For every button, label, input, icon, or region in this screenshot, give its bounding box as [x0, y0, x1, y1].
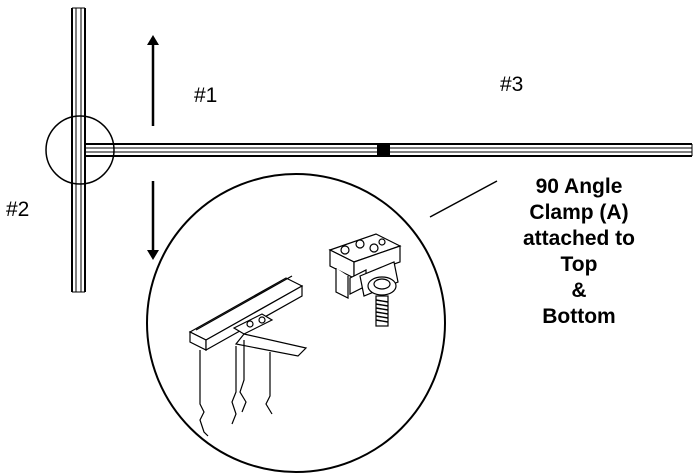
angle-clamp-detail: [328, 233, 402, 327]
label-2: #2: [6, 198, 30, 221]
detail-magnifier-circle: [146, 173, 446, 473]
track-curtain-detail: [188, 275, 308, 437]
angle-clamp-callout: 90 Angle Clamp (A) attached to Top & Bot…: [484, 174, 674, 330]
label-1: #1: [194, 84, 218, 107]
callout-line: 90 Angle: [535, 175, 623, 198]
callout-line: Clamp (A): [529, 201, 629, 224]
junction-highlight-circle: [45, 115, 115, 185]
callout-line: Top: [560, 253, 598, 276]
callout-line: attached to: [522, 227, 635, 250]
callout-leader-line: [429, 180, 498, 218]
callout-line: &: [571, 279, 587, 302]
label-3: #3: [500, 73, 524, 96]
callout-line: Bottom: [542, 305, 616, 328]
vertical-track: [71, 7, 86, 293]
horizontal-track: [86, 143, 693, 157]
